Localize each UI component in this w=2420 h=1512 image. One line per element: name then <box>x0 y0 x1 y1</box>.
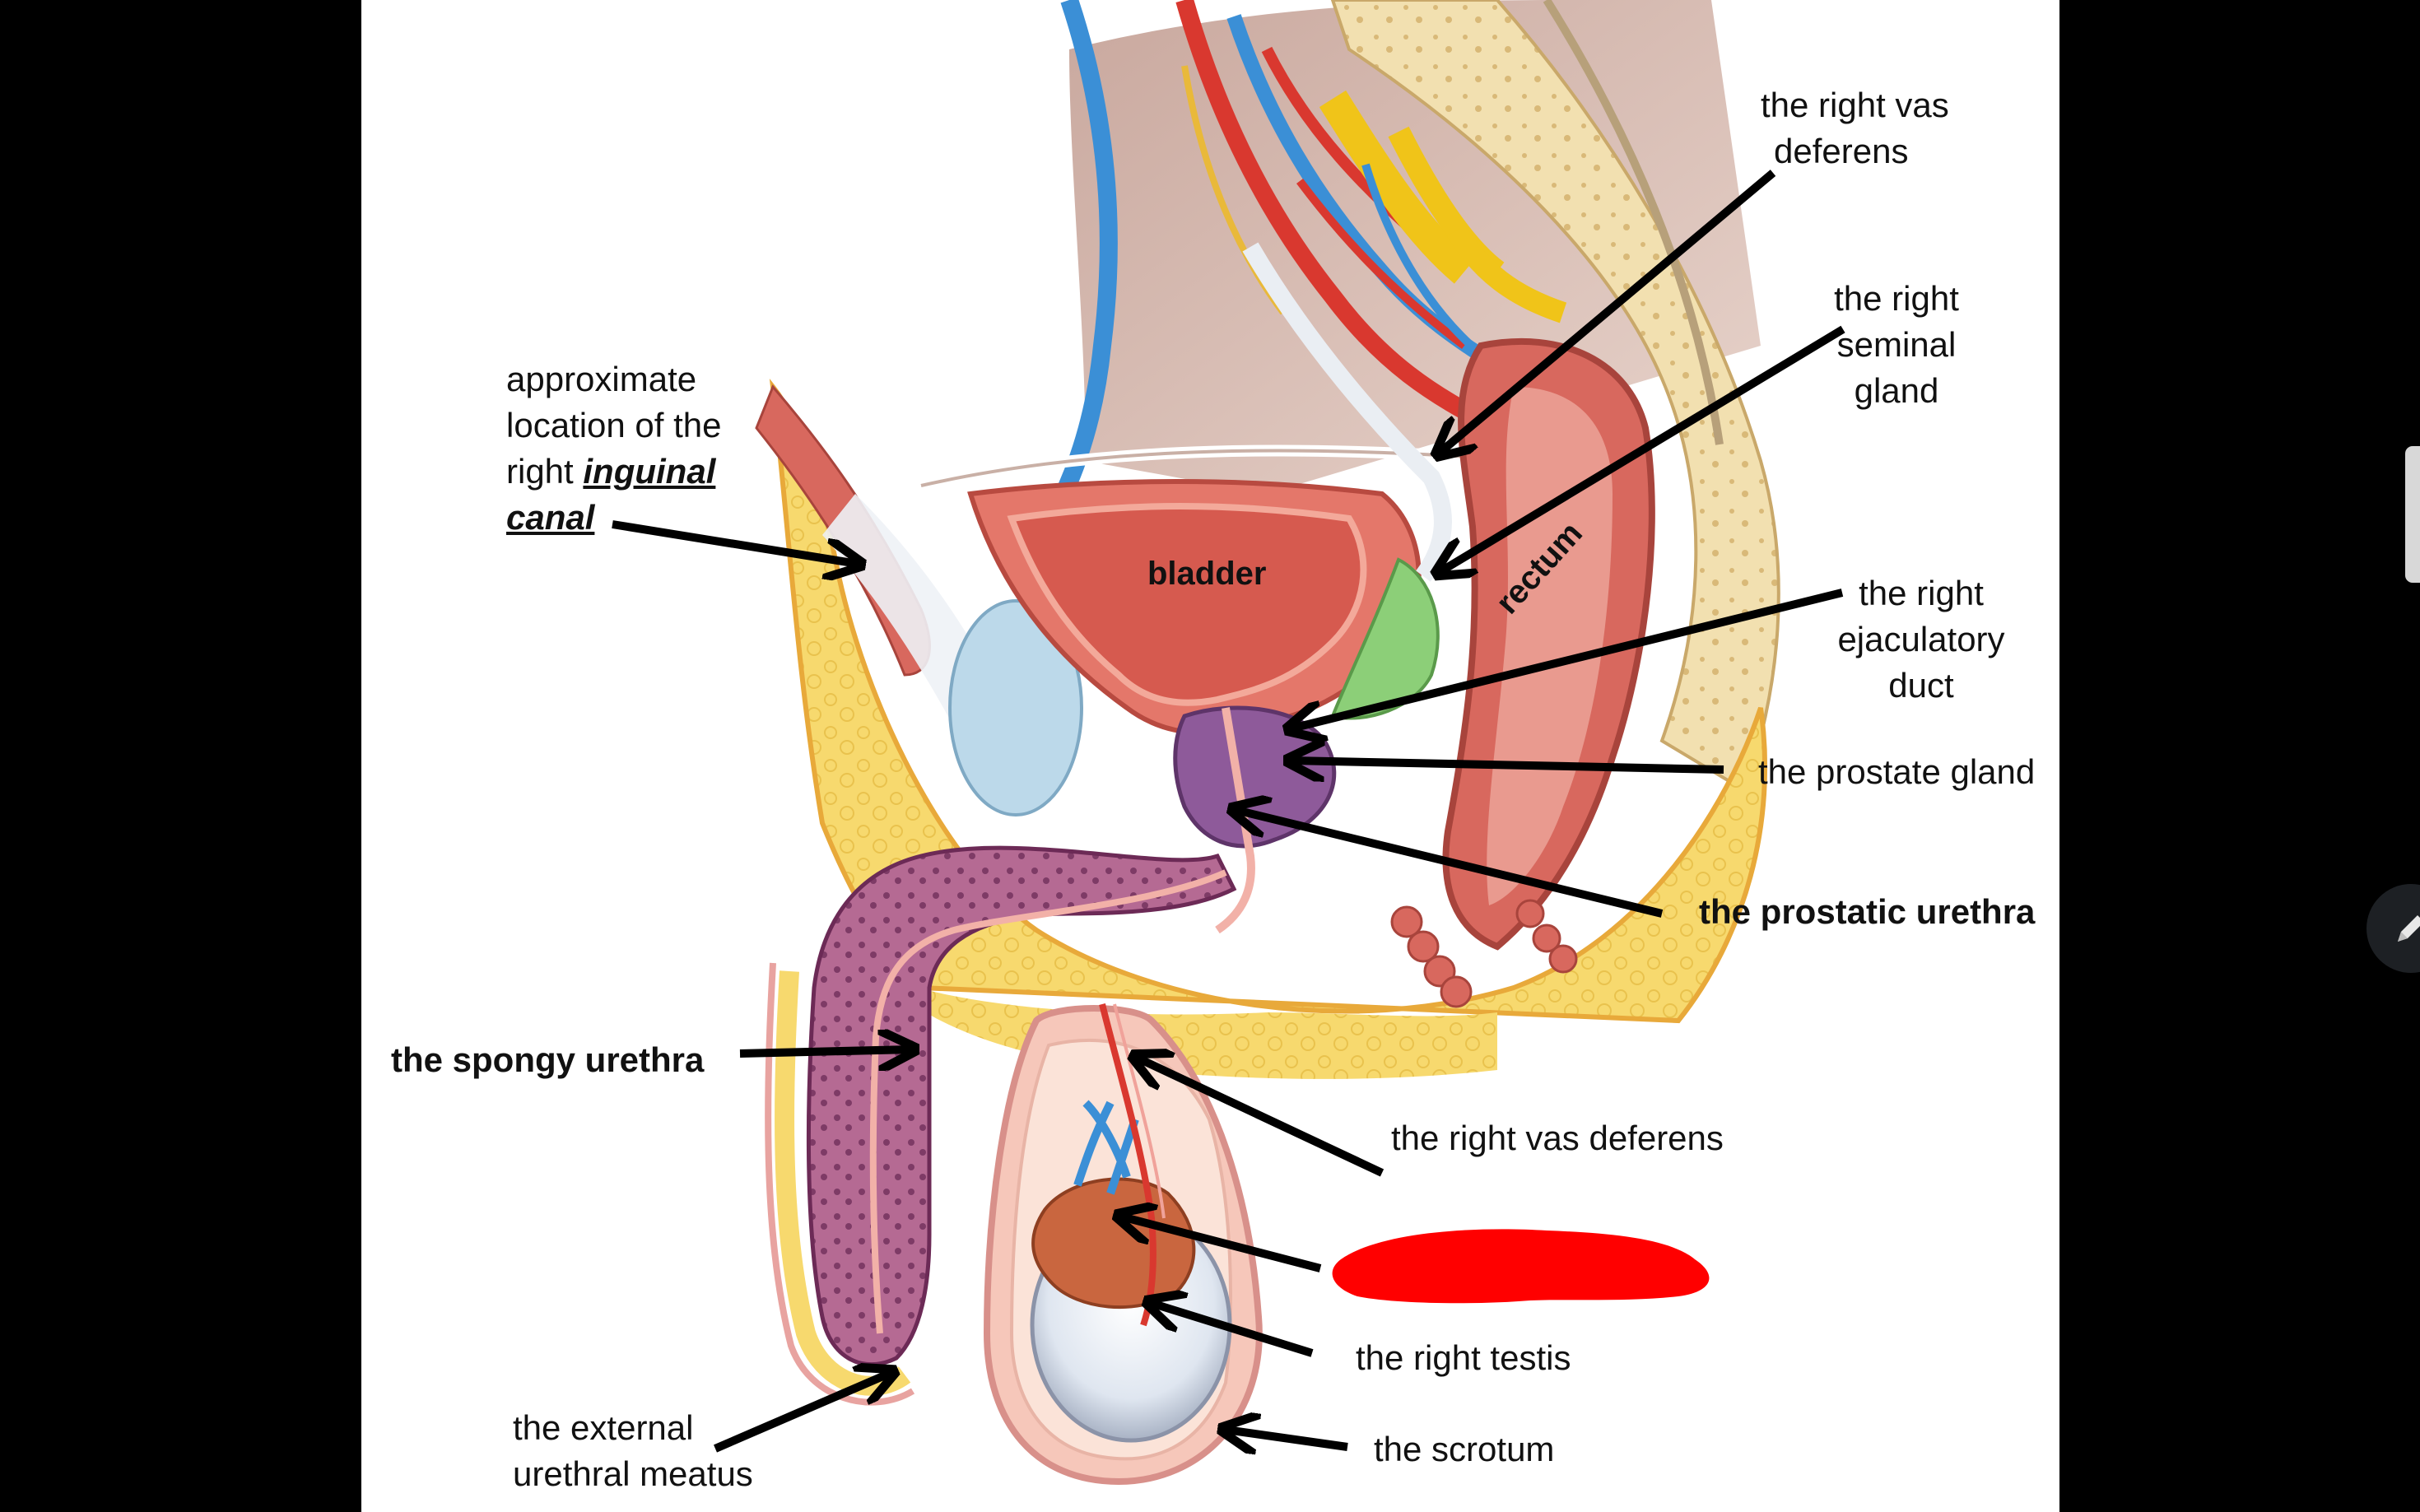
label-emphasis: inguinal <box>583 452 716 491</box>
label-vas-deferens-bottom: the right vas deferens <box>1391 1119 1724 1157</box>
label-inguinal-canal: approximate location of the right inguin… <box>506 356 722 541</box>
label-line: location of the <box>506 406 722 444</box>
label-line: approximate <box>506 360 697 398</box>
diagram-slide: the right vas deferens the right seminal… <box>361 0 2059 1512</box>
label-line: right inguinal <box>506 449 722 495</box>
label-line: deferens <box>1774 132 1909 170</box>
label-external-urethral-meatus: the external urethral meatus <box>513 1405 753 1497</box>
label-line: ejaculatory <box>1837 620 2005 658</box>
label-ejaculatory-duct: the right ejaculatory duct <box>1827 570 2016 709</box>
label-vas-deferens-top: the right vas deferens <box>1761 82 1949 174</box>
scroll-handle[interactable] <box>2405 446 2420 583</box>
label-line: canal <box>506 498 595 537</box>
label-right-testis: the right testis <box>1356 1338 1571 1377</box>
label-line: duct <box>1888 666 1954 705</box>
label-seminal-gland: the right seminal gland <box>1827 276 1966 414</box>
label-line: the right vas <box>1761 86 1949 124</box>
label-prostatic-urethra: the prostatic urethra <box>1699 892 2036 931</box>
label-text: right <box>506 452 584 491</box>
label-line: urethral meatus <box>513 1454 753 1493</box>
anatomy-illustration <box>612 0 1845 1486</box>
label-line: the external <box>513 1408 694 1447</box>
pen-icon <box>2398 915 2420 942</box>
annotate-button[interactable] <box>2366 884 2420 973</box>
label-arrows <box>612 170 1845 1449</box>
label-spongy-urethra: the spongy urethra <box>391 1040 705 1079</box>
label-line: gland <box>1854 371 1939 410</box>
label-bladder: bladder <box>1147 556 1267 592</box>
label-prostate-gland: the prostate gland <box>1758 752 2036 791</box>
label-line: seminal <box>1836 325 1957 364</box>
label-line: the right <box>1859 574 1984 612</box>
label-line: the right <box>1834 279 1959 318</box>
label-scrotum: the scrotum <box>1374 1430 1555 1468</box>
